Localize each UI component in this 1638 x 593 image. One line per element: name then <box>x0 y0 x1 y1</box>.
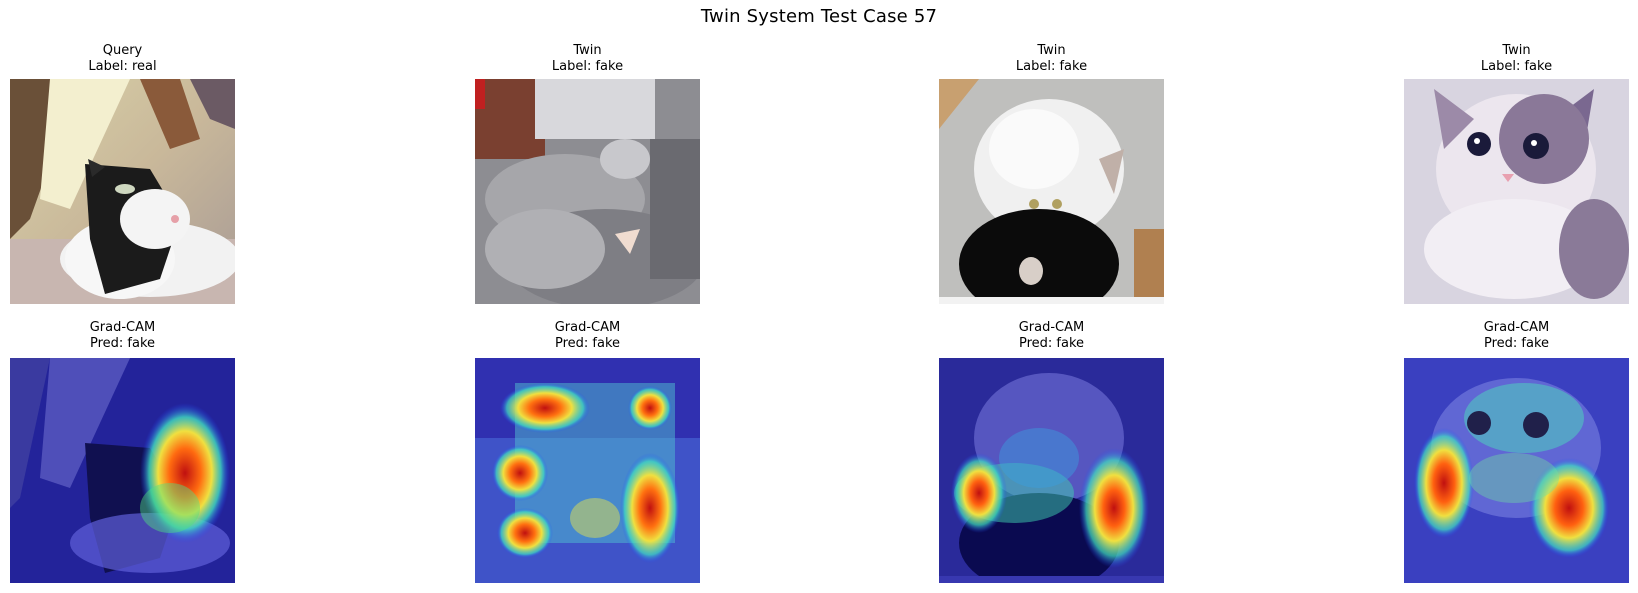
panel-label: Label: fake <box>551 59 624 74</box>
twin-2-cat-image <box>939 79 1164 304</box>
panel-caption: Grad-CAM Pred: fake <box>1364 320 1638 352</box>
panel-label: Label: fake <box>1015 59 1088 74</box>
panel-title: Twin <box>573 43 602 58</box>
panel-caption: Grad-CAM Pred: fake <box>899 320 1204 352</box>
panel-pred: Pred: fake <box>1018 336 1085 351</box>
panel-title: Grad-CAM <box>554 320 621 335</box>
panel-label: Label: fake <box>1480 59 1553 74</box>
panel-pred: Pred: fake <box>554 336 621 351</box>
panel-title: Grad-CAM <box>1018 320 1085 335</box>
panel-pred: Pred: fake <box>1483 336 1550 351</box>
panel-caption: Query Label: real <box>0 43 275 75</box>
panel-caption: Grad-CAM Pred: fake <box>435 320 740 352</box>
query-cat-image <box>10 79 235 304</box>
gradcam-heatmap-image <box>475 358 700 583</box>
panel-caption: Twin Label: fake <box>1364 43 1638 75</box>
twin-3-cat-image <box>1404 79 1629 304</box>
panel-title: Twin <box>1502 43 1531 58</box>
panel-caption: Twin Label: fake <box>899 43 1204 75</box>
panel-title: Grad-CAM <box>1483 320 1550 335</box>
panel-title: Twin <box>1037 43 1066 58</box>
panel-caption: Twin Label: fake <box>435 43 740 75</box>
panel-label: Label: real <box>88 59 157 74</box>
figure-title: Twin System Test Case 57 <box>700 6 938 27</box>
panel-caption: Grad-CAM Pred: fake <box>0 320 275 352</box>
gradcam-heatmap-image <box>1404 358 1629 583</box>
gradcam-heatmap-image <box>939 358 1164 583</box>
panel-title: Query <box>102 43 143 58</box>
gradcam-heatmap-image <box>10 358 235 583</box>
panel-title: Grad-CAM <box>89 320 156 335</box>
twin-1-cat-image <box>475 79 700 304</box>
panel-pred: Pred: fake <box>89 336 156 351</box>
